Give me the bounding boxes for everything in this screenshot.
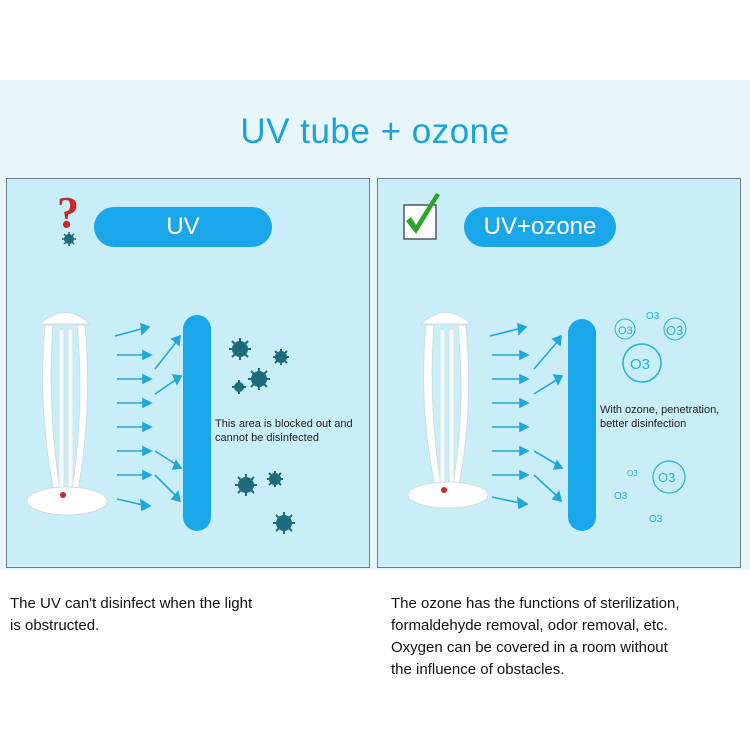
uv-badge: UV: [94, 207, 272, 247]
svg-text:?: ?: [57, 188, 79, 237]
check-mark-icon: [403, 193, 440, 240]
obstacle-bar: [568, 319, 596, 531]
uv-ozone-badge: UV+ozone: [464, 207, 616, 247]
germ-icons: [229, 338, 295, 534]
small-germ-icon: [62, 232, 76, 246]
uv-light-arrows: [114, 322, 183, 512]
ozone-benefit-note: With ozone, penetration, better disinfec…: [600, 404, 720, 430]
svg-text:O3: O3: [649, 514, 663, 525]
ozone-molecule-icon: O3: [649, 514, 663, 525]
uv-only-illustration: ?: [26, 188, 295, 534]
svg-text:O3: O3: [618, 325, 633, 337]
svg-text:O3: O3: [627, 469, 638, 478]
uv-lamp-image: [407, 312, 489, 509]
uv-ozone-panel: O3 O3 O3 O3 O3 O3 O3 O3 UV+ozone With oz…: [377, 178, 741, 568]
ozone-molecule-icon: O3: [663, 317, 687, 341]
ozone-molecule-icon: O3: [614, 491, 628, 502]
ozone-molecule-icon: O3: [646, 311, 660, 322]
uv-only-panel: ?: [6, 178, 370, 568]
ozone-caption: The ozone has the functions of steriliza…: [391, 595, 680, 678]
ozone-molecule-icons: O3 O3 O3 O3 O3 O3 O3 O3: [614, 311, 687, 525]
ozone-molecule-icon: O3: [652, 460, 686, 494]
uv-caption: The UV can't disinfect when the light is…: [10, 595, 253, 634]
svg-text:O3: O3: [614, 491, 628, 502]
obstacle-bar: [183, 315, 211, 531]
svg-text:O3: O3: [658, 470, 675, 485]
question-mark-icon: ?: [57, 188, 79, 237]
page-title: UV tube + ozone: [240, 112, 510, 151]
svg-text:O3: O3: [666, 323, 683, 338]
uv-light-arrows: [489, 322, 564, 510]
ozone-molecule-icon: O3: [614, 318, 636, 340]
svg-text:O3: O3: [630, 356, 650, 373]
ozone-molecule-icon: O3: [622, 343, 662, 383]
blocked-area-note: This area is blocked out and cannot be d…: [215, 418, 353, 444]
svg-text:O3: O3: [646, 311, 660, 322]
uv-lamp-image: [26, 312, 108, 516]
uv-ozone-illustration: O3 O3 O3 O3 O3 O3 O3 O3: [403, 193, 687, 531]
ozone-molecule-icon: O3: [627, 469, 638, 478]
